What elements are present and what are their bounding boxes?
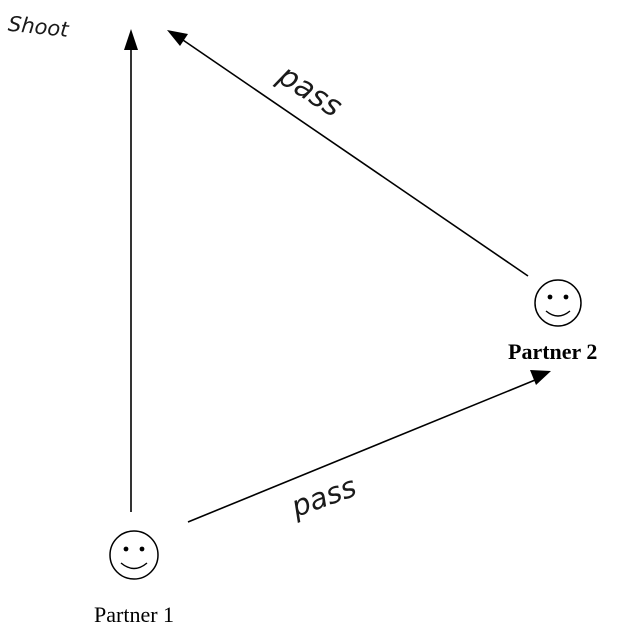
partner-2-label: Partner 2 (508, 339, 597, 364)
partner-1-label: Partner 1 (94, 602, 174, 627)
pass-arrow-bottom (187, 377, 541, 523)
pass-label-top: pass (271, 57, 349, 124)
pass-arrowhead-bottom (530, 370, 551, 385)
shoot-label: Shoot (7, 12, 71, 42)
smiley-face-icon (109, 530, 159, 580)
pass-arrowhead-top (167, 30, 188, 46)
smiley-face-icon (534, 279, 582, 327)
pass-arrow-top (179, 37, 529, 277)
shoot-arrowhead (124, 29, 138, 50)
